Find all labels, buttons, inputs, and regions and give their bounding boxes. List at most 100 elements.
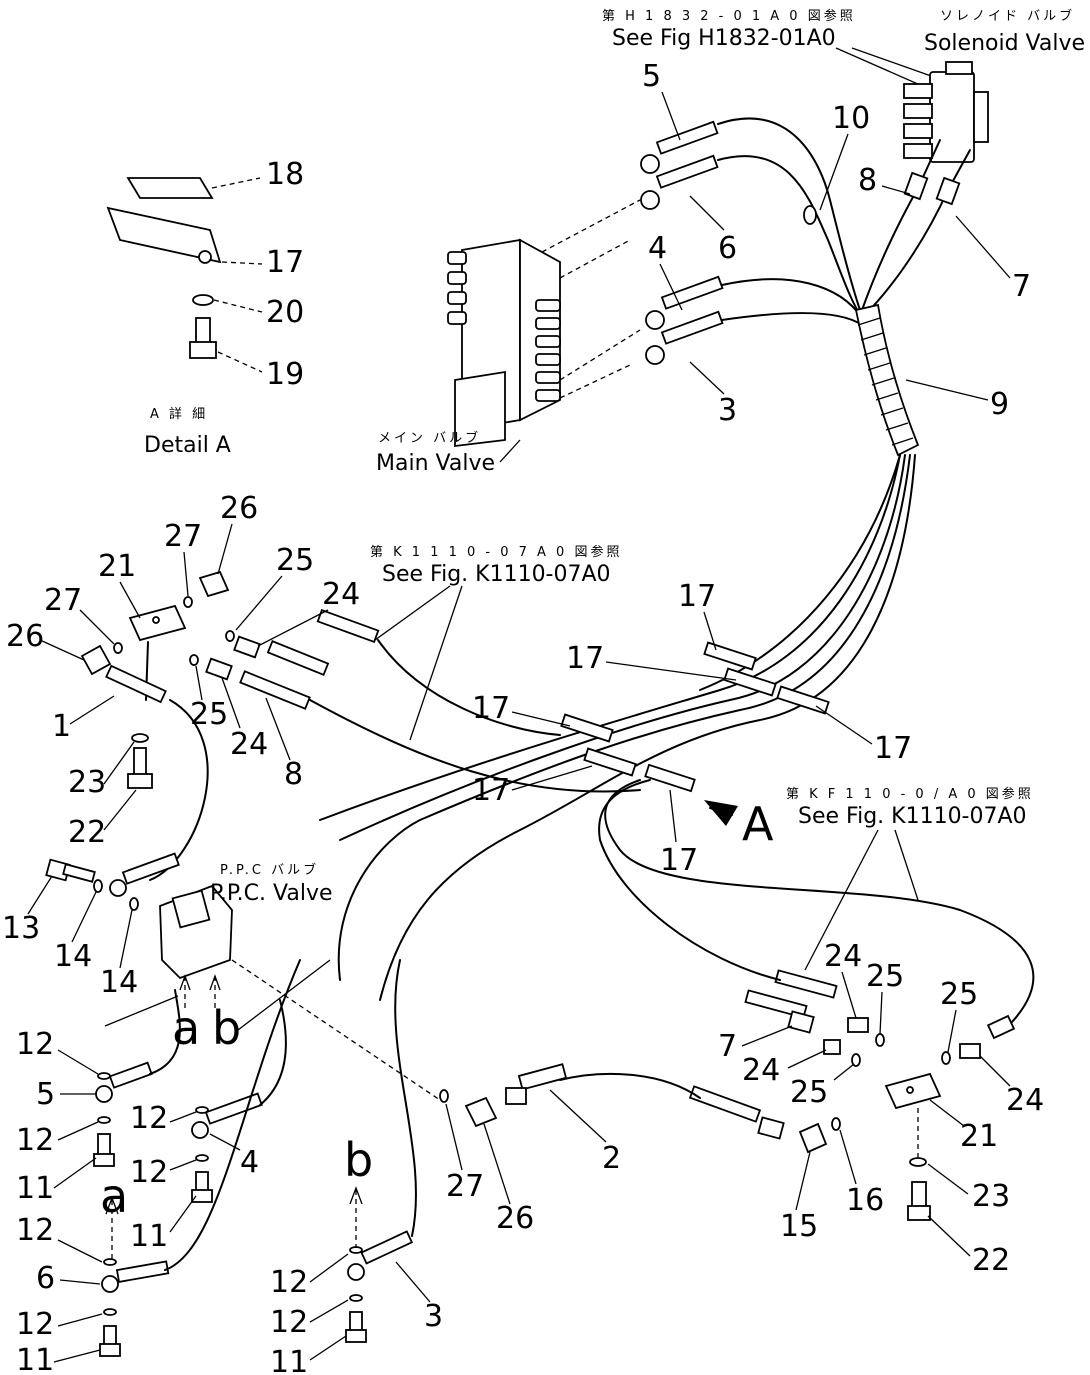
callout: 9: [990, 387, 1009, 422]
elbow-26-top: [198, 570, 230, 598]
callout: 26: [220, 491, 258, 526]
ppc-valve-label: P.P.C. Valve: [210, 881, 333, 906]
callout: 4: [648, 231, 667, 266]
hose-end-3: [347, 959, 417, 1281]
callout: 25: [276, 543, 314, 578]
hose-end-6: [101, 959, 301, 1293]
callout: 24: [230, 727, 268, 762]
callout: 25: [940, 977, 978, 1012]
callout: 13: [2, 911, 40, 946]
ref-middle-en: See Fig. K1110-07A0: [382, 562, 611, 587]
clamp-17-d: [560, 713, 614, 743]
callout: 17: [472, 691, 510, 726]
junction-block-21-right: [884, 1072, 942, 1110]
callout: 11: [130, 1219, 168, 1254]
callout: 17: [678, 579, 716, 614]
callout-labels: 5 10 6 8 7 4 9 3 18 17 20 19 26 27 21 25…: [2, 59, 1044, 1375]
callout: 5: [642, 59, 661, 94]
ref-right-jp: 第 K F 1 1 0 - 0 / A 0 図参照: [786, 786, 1034, 802]
callout: 12: [270, 1305, 308, 1340]
view-arrow-label: A: [742, 797, 774, 851]
callout: 18: [266, 157, 304, 192]
callout: 23: [972, 1179, 1010, 1214]
port-b-label: b: [212, 1001, 241, 1055]
main-valve-jp: メイン バルブ: [378, 430, 481, 446]
callout: 1: [52, 709, 71, 744]
callout: 14: [54, 939, 92, 974]
callout: 12: [130, 1101, 168, 1136]
callout: 15: [780, 1209, 818, 1244]
callout: 24: [742, 1053, 780, 1088]
callout: 24: [322, 577, 360, 612]
callout: 20: [266, 295, 304, 330]
ref-middle-jp: 第 K 1 1 1 0 - 0 7 A 0 図参照: [370, 544, 622, 560]
callout: 26: [496, 1201, 534, 1236]
callout: 17: [566, 641, 604, 676]
callout: 3: [718, 393, 737, 428]
hose-end-4: [191, 999, 287, 1139]
callout: 6: [718, 231, 737, 266]
callout: 25: [866, 959, 904, 994]
callout: 25: [190, 697, 228, 732]
callout: 12: [16, 1307, 54, 1342]
callout: 6: [36, 1261, 55, 1296]
callout: 8: [858, 163, 877, 198]
detail-a-label: Detail A: [144, 433, 231, 458]
callout: 22: [972, 1243, 1010, 1278]
clamp-17-c: [776, 685, 830, 715]
callout: 27: [446, 1169, 484, 1204]
callout: 17: [266, 245, 304, 280]
main-valve-label: Main Valve: [376, 451, 495, 476]
callout: 27: [164, 519, 202, 554]
callout: 19: [266, 357, 304, 392]
solenoid-valve-label: Solenoid Valve: [924, 31, 1085, 56]
port-a-label-2: a: [100, 1169, 128, 1223]
clamp-17-a: [703, 641, 757, 671]
callout: 14: [100, 965, 138, 1000]
callout: 12: [16, 1213, 54, 1248]
callout: 7: [1012, 269, 1031, 304]
detail-a-clamp: [106, 177, 222, 359]
callout: 7: [718, 1029, 737, 1064]
clamp-17-f: [644, 763, 696, 793]
ref-top-en: See Fig H1832-01A0: [612, 26, 836, 51]
clamp-17-b: [723, 667, 777, 697]
detail-a-jp: A 詳 細: [150, 406, 208, 422]
callout: 26: [6, 619, 44, 654]
port-a-label: a: [172, 1001, 200, 1055]
callout: 17: [874, 731, 912, 766]
callout: 11: [16, 1343, 54, 1375]
ppc-valve-jp: P.P.C バルブ: [220, 862, 319, 878]
callout: 2: [602, 1141, 621, 1176]
port-b-label-2: b: [344, 1133, 373, 1187]
callout: 25: [790, 1075, 828, 1110]
ref-right-en: See Fig. K1110-07A0: [798, 804, 1027, 829]
callout: 24: [1006, 1083, 1044, 1118]
callout: 27: [44, 583, 82, 618]
ref-top-jp: 第 H 1 8 3 2 - 0 1 A 0 図参照: [602, 8, 856, 24]
callout: 11: [270, 1345, 308, 1375]
callout: 12: [16, 1123, 54, 1158]
callout: 24: [824, 939, 862, 974]
fitting-6: [640, 154, 719, 210]
callout: 11: [16, 1171, 54, 1206]
solenoid-valve-jp: ソレノイド バルブ: [940, 8, 1075, 24]
callout: 23: [68, 765, 106, 800]
clamp-17-e: [583, 747, 637, 777]
callout: 21: [960, 1119, 998, 1154]
spiral-guard-9: [854, 303, 920, 457]
view-arrow-icon: [704, 800, 738, 826]
callout: 5: [36, 1077, 55, 1112]
callout: 12: [130, 1155, 168, 1190]
callout: 17: [660, 843, 698, 878]
callout: 22: [68, 815, 106, 850]
callout: 12: [16, 1027, 54, 1062]
fitting-3: [645, 310, 724, 365]
fitting-5: [640, 120, 719, 174]
elbow-26-left: [80, 644, 112, 676]
hose-end-5: [95, 989, 181, 1103]
callout: 16: [846, 1183, 884, 1218]
callout: 4: [240, 1145, 259, 1180]
